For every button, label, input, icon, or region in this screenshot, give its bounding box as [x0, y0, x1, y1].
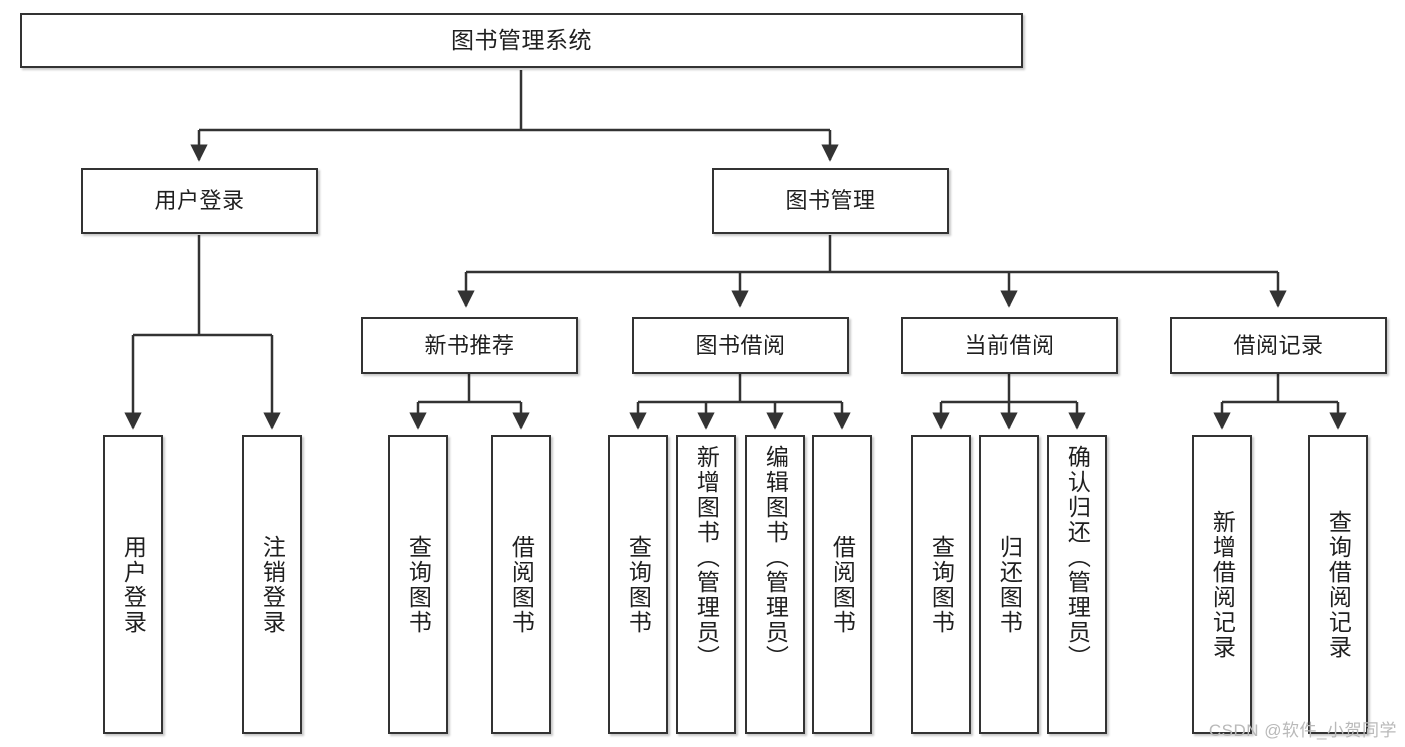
- node-label: 借阅记录: [1233, 332, 1324, 358]
- node-user-login[interactable]: 用户登录: [81, 168, 318, 234]
- node-label: 当前借阅: [964, 332, 1055, 358]
- leaf-current-query-book[interactable]: 查询图书: [911, 435, 971, 734]
- node-label: 新书推荐: [424, 332, 515, 358]
- leaf-new-book-borrow[interactable]: 借阅图书: [491, 435, 551, 734]
- leaf-current-return-book[interactable]: 归还图书: [979, 435, 1039, 734]
- node-book-borrow[interactable]: 图书借阅: [632, 317, 849, 374]
- node-label: 用户登录: [154, 188, 245, 214]
- leaf-borrow-borrow-book[interactable]: 借阅图书: [812, 435, 872, 734]
- node-label: 图书管理系统: [451, 26, 592, 53]
- node-label: 图书借阅: [695, 332, 786, 358]
- leaf-new-book-query[interactable]: 查询图书: [388, 435, 448, 734]
- leaf-borrow-query-book[interactable]: 查询图书: [608, 435, 668, 734]
- node-label: 借阅图书: [508, 534, 535, 635]
- node-label: 图书管理: [785, 188, 876, 214]
- node-label: 查询图书: [625, 534, 652, 635]
- node-label: 查询图书: [405, 534, 432, 635]
- node-current-borrow[interactable]: 当前借阅: [901, 317, 1118, 374]
- leaf-record-add-record[interactable]: 新增借阅记录: [1192, 435, 1252, 734]
- leaf-borrow-edit-book-admin[interactable]: 编辑图书（管理员）: [745, 435, 805, 734]
- leaf-borrow-add-book-admin[interactable]: 新增图书（管理员）: [676, 435, 736, 734]
- node-borrow-record[interactable]: 借阅记录: [1170, 317, 1387, 374]
- node-label: 新增借阅记录: [1209, 509, 1236, 660]
- node-label: 确认归还（管理员）: [1064, 445, 1091, 670]
- node-label: 查询图书: [928, 534, 955, 635]
- node-root-system[interactable]: 图书管理系统: [20, 13, 1023, 68]
- leaf-user-login-login[interactable]: 用户登录: [103, 435, 163, 734]
- leaf-user-login-logout[interactable]: 注销登录: [242, 435, 302, 734]
- node-label: 注销登录: [259, 534, 286, 635]
- node-new-book-recommend[interactable]: 新书推荐: [361, 317, 578, 374]
- node-label: 归还图书: [996, 534, 1023, 635]
- node-label: 借阅图书: [829, 534, 856, 635]
- leaf-current-confirm-return-admin[interactable]: 确认归还（管理员）: [1047, 435, 1107, 734]
- node-label: 用户登录: [120, 534, 147, 635]
- node-label: 新增图书（管理员）: [693, 445, 720, 670]
- csdn-watermark: CSDN @软件_小贺同学: [1208, 721, 1397, 740]
- node-label: 编辑图书（管理员）: [762, 445, 789, 670]
- node-label: 查询借阅记录: [1325, 509, 1352, 660]
- node-book-management[interactable]: 图书管理: [712, 168, 949, 234]
- leaf-record-query-record[interactable]: 查询借阅记录: [1308, 435, 1368, 734]
